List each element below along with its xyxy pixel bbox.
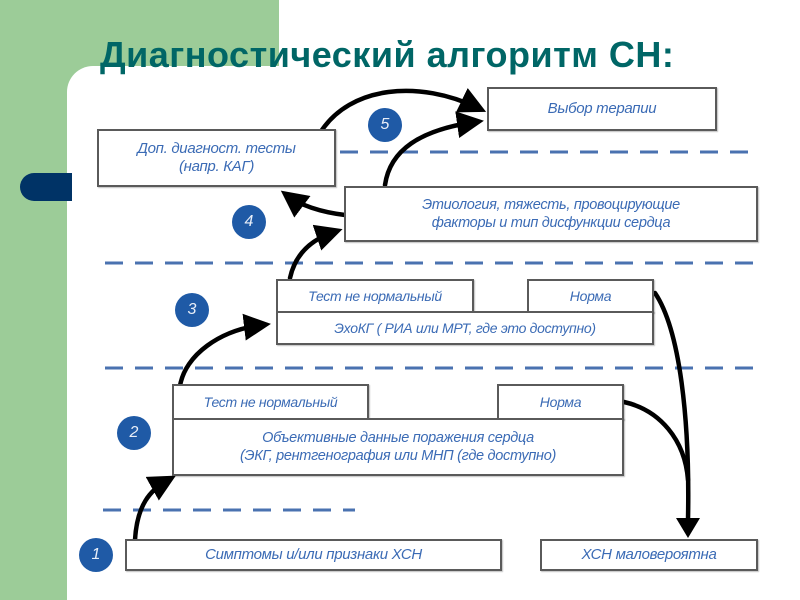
box-echo: ЭхоКГ ( РИА или МРТ, где это доступно) xyxy=(276,311,654,345)
decorative-tab xyxy=(20,173,72,201)
box-level3-abnormal-text: Тест не нормальный xyxy=(308,288,442,304)
arrow-normal3-to-unlikely xyxy=(652,290,691,523)
box-extra-tests: Доп. диагност. тесты (напр. КАГ) xyxy=(97,129,336,187)
box-therapy: Выбор терапии xyxy=(487,87,717,131)
box-hf-unlikely: ХСН маловероятна xyxy=(540,539,758,571)
step-2-badge: 2 xyxy=(117,416,151,450)
arrow-4-to-extra-tests xyxy=(280,190,348,218)
box-level3-abnormal: Тест не нормальный xyxy=(276,279,474,313)
step-4-badge: 4 xyxy=(232,205,266,239)
arrow-3-to-4 xyxy=(287,224,343,281)
slide-title: Диагностический алгоритм СН: xyxy=(100,34,675,75)
box-objective-data: Объективные данные поражения сердца (ЭКГ… xyxy=(172,418,624,476)
box-objective-data-text: Объективные данные поражения сердца (ЭКГ… xyxy=(239,430,557,464)
box-level3-normal-text: Норма xyxy=(569,288,612,304)
box-etiology: Этиология, тяжесть, провоцирующие фактор… xyxy=(344,186,758,242)
box-level2-normal: Норма xyxy=(497,384,624,420)
arrow-extra-tests-to-therapy xyxy=(317,88,487,136)
box-echo-text: ЭхоКГ ( РИА или МРТ, где это доступно) xyxy=(334,320,596,336)
box-level2-abnormal: Тест не нормальный xyxy=(172,384,369,420)
step-3-badge: 3 xyxy=(175,293,209,327)
box-etiology-text: Этиология, тяжесть, провоцирующие фактор… xyxy=(422,197,680,231)
arrow-2-to-3 xyxy=(177,313,271,389)
box-symptoms-text: Симптомы и/или признаки ХСН xyxy=(205,546,422,563)
step-5-badge: 5 xyxy=(368,108,402,142)
box-hf-unlikely-text: ХСН маловероятна xyxy=(581,546,717,563)
arrow-normal2-to-unlikely xyxy=(621,399,691,483)
box-symptoms: Симптомы и/или признаки ХСН xyxy=(125,539,502,571)
arrow-1-to-2 xyxy=(132,475,176,543)
step-1-badge: 1 xyxy=(79,538,113,572)
box-therapy-text: Выбор терапии xyxy=(547,100,657,117)
box-level3-normal: Норма xyxy=(527,279,654,313)
box-level2-normal-text: Норма xyxy=(539,394,582,410)
box-level2-abnormal-text: Тест не нормальный xyxy=(203,394,338,410)
arrow-4-to-therapy xyxy=(382,111,484,188)
arrowhead-to-unlikely xyxy=(676,518,700,538)
box-extra-tests-text: Доп. диагност. тесты (напр. КАГ) xyxy=(137,140,296,175)
